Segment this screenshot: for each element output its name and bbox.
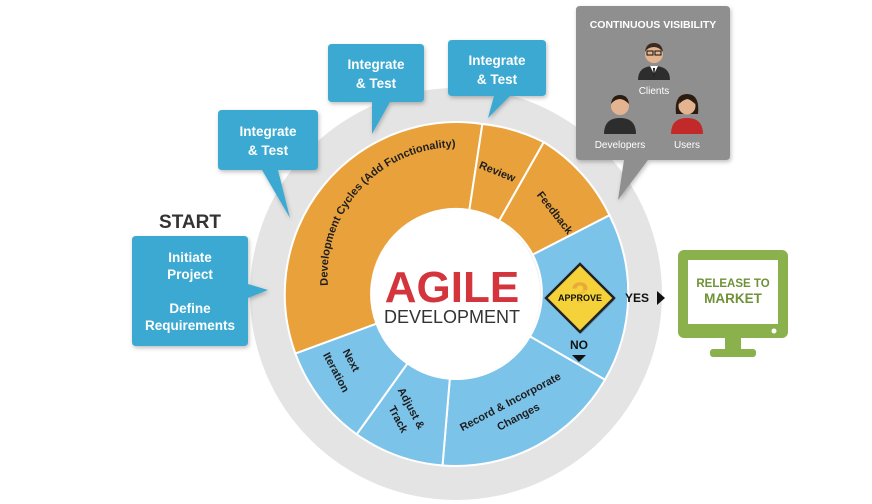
callout-integrate-2 (328, 44, 424, 134)
approve-label: APPROVE (558, 293, 602, 303)
start-box-line1: Initiate (168, 250, 212, 265)
approve-sign: ? APPROVE (544, 262, 616, 334)
monitor-power-dot (771, 328, 777, 334)
no-arrow-icon (572, 355, 586, 362)
user-person-icon (671, 94, 703, 134)
start-label: START (159, 212, 221, 233)
callout-1-line2: & Test (248, 143, 289, 158)
start-box (132, 236, 268, 346)
callout-integrate-1 (218, 110, 318, 218)
center-disc (372, 210, 540, 378)
start-box-shape (132, 236, 268, 346)
developers-label: Developers (595, 140, 646, 151)
yes-arrow-icon (657, 291, 665, 305)
visibility-panel (576, 6, 730, 200)
yes-label: YES (625, 291, 649, 305)
no-label: NO (570, 338, 588, 352)
start-box-line3: Define (169, 301, 211, 316)
client-person-icon (638, 43, 670, 80)
visibility-title: CONTINUOUS VISIBILITY (590, 19, 717, 31)
users-label: Users (674, 140, 700, 151)
agile-title: AGILE (385, 263, 519, 312)
segment-development-cycles (283, 121, 484, 355)
monitor-icon (678, 250, 788, 357)
clients-label: Clients (639, 86, 670, 97)
callout-2-line1: Integrate (347, 57, 405, 72)
callout-3-line1: Integrate (468, 53, 526, 68)
monitor-stand (710, 349, 756, 357)
release-line1: RELEASE TO (696, 278, 769, 290)
developer-person-icon (604, 95, 636, 134)
segment-record-changes (441, 335, 607, 467)
callout-1-shape (218, 110, 318, 218)
start-box-line2: Project (167, 267, 213, 282)
approve-label-bg (557, 290, 603, 304)
callout-2-shape (328, 44, 424, 134)
monitor-screen (688, 260, 778, 324)
callout-2-line2: & Test (356, 76, 397, 91)
callout-integrate-3 (448, 40, 546, 118)
monitor-neck (725, 338, 741, 350)
visibility-panel-shape (576, 6, 730, 200)
callout-3-line2: & Test (477, 72, 518, 87)
development-subtitle: DEVELOPMENT (384, 307, 520, 327)
segment-next-iteration (294, 322, 409, 436)
start-box-line4: Requirements (145, 318, 235, 333)
callout-3-shape (448, 40, 546, 118)
release-line2: MARKET (704, 291, 762, 306)
callout-1-line1: Integrate (239, 124, 297, 139)
